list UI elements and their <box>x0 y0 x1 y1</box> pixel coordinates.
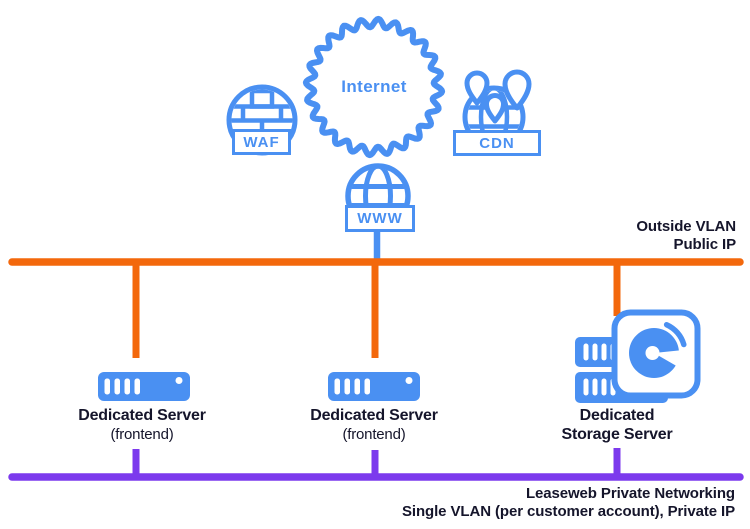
waf-label-box: WAF <box>232 129 291 155</box>
internet-cloud <box>302 15 446 159</box>
cdn-pin-center-icon <box>484 93 506 124</box>
outside-vlan-label: Outside VLAN Public IP <box>636 218 736 254</box>
server-icon-2 <box>328 372 420 401</box>
outside-vlan-line2: Public IP <box>673 236 737 253</box>
www-label: WWW <box>357 210 403 227</box>
server-2-subtitle: (frontend) <box>342 426 406 443</box>
cdn-pin-left-icon <box>464 70 490 106</box>
server-1-title: Dedicated Server <box>78 407 206 424</box>
cdn-label: CDN <box>479 134 515 152</box>
waf-label: WAF <box>243 133 280 151</box>
internet-label: Internet <box>341 77 407 96</box>
server-1-subtitle: (frontend) <box>110 426 174 443</box>
www-label-box: WWW <box>345 205 415 232</box>
server-led-dot <box>405 377 413 384</box>
server-2-title: Dedicated Server <box>310 407 438 424</box>
storage-server-title-line2: Storage Server <box>561 426 673 443</box>
private-network-line1: Leaseweb Private Networking <box>525 485 735 502</box>
storage-server-icon <box>575 309 701 403</box>
cdn-pin-right-icon <box>502 69 532 111</box>
server-2-label: Dedicated Server (frontend) <box>310 406 438 444</box>
network-links <box>8 229 744 481</box>
private-network-label: Leaseweb Private Networking Single VLAN … <box>402 485 735 521</box>
private-network-line2: Single VLAN (per customer account), Priv… <box>402 503 735 520</box>
storage-server-label: Dedicated Storage Server <box>561 406 672 444</box>
server-icon-1 <box>98 372 190 401</box>
storage-disk-icon <box>629 321 687 378</box>
storage-server-title-line1: Dedicated <box>579 407 655 424</box>
server-led-dot <box>175 377 183 384</box>
internet-cloud-path <box>302 15 446 159</box>
server-1-label: Dedicated Server (frontend) <box>78 406 206 444</box>
cdn-label-box: CDN <box>453 130 541 156</box>
outside-vlan-line1: Outside VLAN <box>636 218 736 235</box>
